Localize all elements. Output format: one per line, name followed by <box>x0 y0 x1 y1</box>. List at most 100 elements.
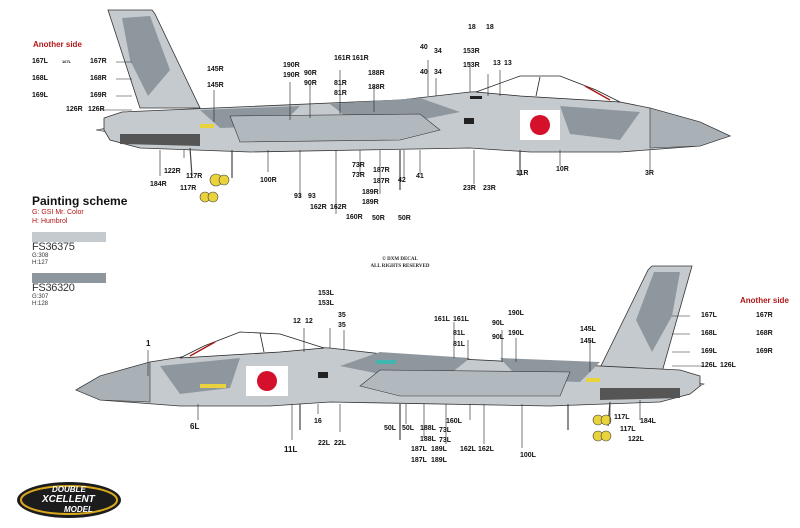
top-camo-patch-3 <box>560 106 640 140</box>
callout-label: 161L <box>453 316 469 323</box>
callout-label: 189R <box>362 199 379 206</box>
callout-label: 184R <box>150 181 167 188</box>
callout-label: 12 <box>305 318 313 325</box>
color-gsi-code: G:307 <box>32 294 49 300</box>
callout-label: 23R <box>483 185 496 192</box>
callout-label: 161R <box>352 55 369 62</box>
bottom-hinomaru <box>257 371 277 391</box>
callout-label: 117L <box>620 426 636 433</box>
callout-label: 73R <box>352 162 365 169</box>
callout-label: 50L <box>402 425 415 432</box>
callout-label: 167R <box>756 312 773 319</box>
callout-label: 162L <box>460 446 476 453</box>
callout-label: 50R <box>372 215 385 222</box>
callout-label: 167L <box>32 58 48 65</box>
callout-label: 73L <box>439 427 452 434</box>
top-tail-camo <box>122 16 170 96</box>
logo-line-2: XCELLENT <box>41 494 96 505</box>
copyright-notice: © DXM DECAL ALL RIGHTS RESERVED <box>360 256 440 270</box>
bottom-tail-camo <box>636 272 680 352</box>
double-xcellent-model-logo: DOUBLE XCELLENT MODEL <box>17 482 121 518</box>
callout-label: 93 <box>308 193 316 200</box>
color-gsi-code: G:308 <box>32 253 49 259</box>
callout-label: 145L <box>580 326 596 333</box>
callout-label: 40 <box>420 69 428 76</box>
callout-label: 18 <box>486 24 494 31</box>
callout-label: 3R <box>645 170 654 177</box>
callout-label: 41 <box>416 173 424 180</box>
color-humbrol-code: H:128 <box>32 301 49 307</box>
callout-label: 10R <box>556 166 569 173</box>
top-gear-wheel-4 <box>207 191 219 203</box>
callout-label: 122L <box>628 436 644 443</box>
bottom-gear-wheel-2 <box>600 414 612 426</box>
callout-label: 190L <box>508 330 524 337</box>
callout-label: 100L <box>520 452 536 459</box>
callout-label: 35 <box>338 322 346 329</box>
callout-label: 126L <box>720 362 736 369</box>
bottom-intake <box>359 369 571 397</box>
callout-label: 153R <box>463 48 480 55</box>
callout-label: 34 <box>434 48 442 55</box>
callout-label: 11L <box>284 445 298 454</box>
callout-label: 153L <box>318 290 334 297</box>
callout-label: 11R <box>516 170 529 177</box>
callout-label: 153R <box>463 62 480 69</box>
callout-label: 22L <box>318 440 331 447</box>
top-exhaust <box>120 134 200 146</box>
legend-title: Painting scheme <box>32 194 128 208</box>
callout-label: 126L <box>701 362 717 369</box>
callout-label: 122R <box>164 168 181 175</box>
callout-label: 187L <box>411 446 427 453</box>
callout-label: 81L <box>453 341 466 348</box>
callout-label: 100R <box>260 177 277 184</box>
callout-label: 162L <box>478 446 494 453</box>
callout-label: 162R <box>330 204 347 211</box>
color-swatch-light <box>32 232 106 242</box>
callout-label: 160R <box>346 214 363 221</box>
bottom-canopy-frame <box>259 332 265 353</box>
callout-label: 184L <box>640 418 656 425</box>
color-humbrol-code: H:127 <box>32 260 49 266</box>
callout-label: 117L <box>614 414 630 421</box>
callout-label: 40 <box>420 44 428 51</box>
callout-label: 188R <box>368 84 385 91</box>
callout-label: 169L <box>701 348 717 355</box>
callout-label: 190R <box>283 62 300 69</box>
copyright-line: © DXM DECAL <box>382 257 418 262</box>
callout-label: 23R <box>463 185 476 192</box>
top-intake <box>229 113 441 143</box>
callout-label: 188L <box>420 425 436 432</box>
callout-label: 168L <box>32 75 48 82</box>
top-aircraft-profile <box>95 9 732 203</box>
color-fs-code: FS36375 <box>32 241 75 253</box>
callout-label: 168R <box>90 75 107 82</box>
callout-label: 169R <box>756 348 773 355</box>
callout-label: 1 <box>146 339 151 348</box>
top-hinomaru <box>530 115 550 135</box>
callout-label: 145R <box>207 82 224 89</box>
callout-label: 90R <box>304 80 317 87</box>
callout-label: 161L <box>434 316 450 323</box>
legend-line: H: Humbrol <box>32 218 68 225</box>
callout-label: 117R <box>186 173 203 180</box>
callout-label: 189L <box>431 457 447 464</box>
callout-label: 169L <box>32 92 48 99</box>
bottom-aircraft-profile <box>75 265 706 442</box>
callout-label: 42 <box>398 177 406 184</box>
callout-label: 50R <box>398 215 411 222</box>
callout-label: 6L <box>190 422 200 431</box>
callout-label: 187R <box>373 167 390 174</box>
copyright-line: ALL RIGHTS RESERVED <box>370 264 430 269</box>
callout-label: 167R <box>90 58 107 65</box>
callout-label: 145R <box>207 66 224 73</box>
callout-label: 167L <box>701 312 717 319</box>
callout-label: 168L <box>701 330 717 337</box>
callout-label: 35 <box>338 312 346 319</box>
callout-label: 73L <box>439 437 452 444</box>
callout-label: 22L <box>334 440 347 447</box>
callout-label: 126R <box>88 106 105 113</box>
bottom-canopy <box>179 331 325 359</box>
stencil-label: 167L <box>62 59 72 64</box>
callout-label: 126R <box>66 106 83 113</box>
